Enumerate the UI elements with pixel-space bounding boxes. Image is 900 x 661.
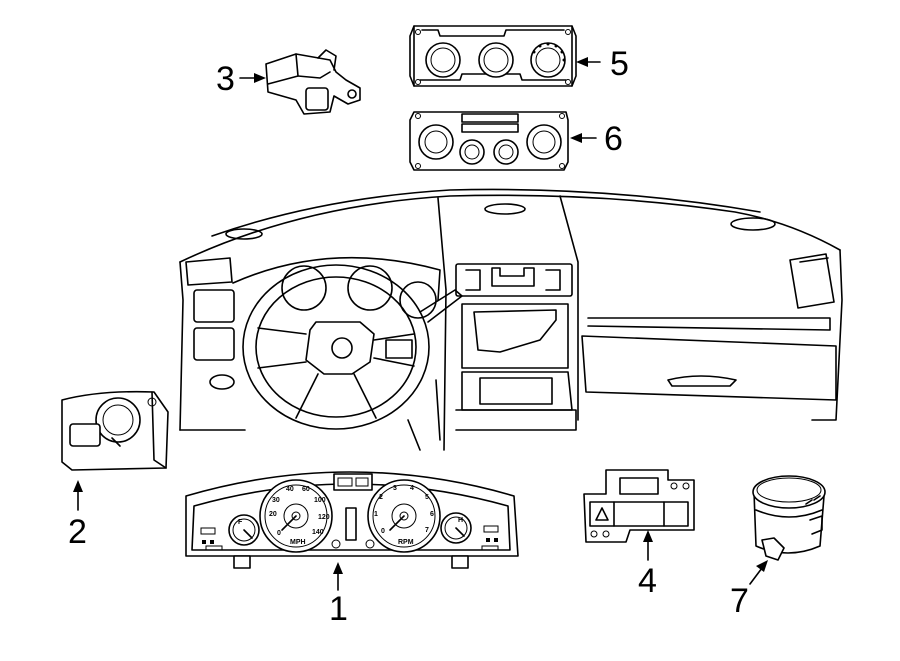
speed-tick-100: 100 [314,497,326,504]
part-4-hazard-switch-panel [583,469,695,543]
part-5-climate-control-upper [409,25,577,87]
rpm-tick-2: 2 [379,494,383,501]
rpm-tick-7: 7 [425,527,429,534]
fuel-gauge-letter: F [238,519,243,526]
rpm-unit-label: RPM [398,539,414,546]
callout-7: 7 [730,582,749,620]
speed-tick-0: 0 [277,530,281,537]
rpm-tick-3: 3 [393,485,397,492]
part-3-sensor [265,49,361,115]
indicator-lamps-right [481,525,499,551]
part-6-climate-control-lower [409,111,569,171]
rpm-tick-0: 0 [381,528,385,535]
callout-4: 4 [638,562,657,600]
callout-labels: 1 2 3 4 5 6 7 [68,45,749,628]
callout-3: 3 [216,60,235,98]
speed-tick-20: 20 [269,511,277,518]
dashboard-assembly [179,188,843,451]
callout-1: 1 [329,590,348,628]
part-1-instrument-cluster: 0 20 30 40 60 100 120 140 MPH 0 1 2 3 4 … [185,471,519,569]
part-7-ignition-switch [752,475,826,561]
indicator-lamps-left [200,527,223,551]
part-2-headlamp-switch [61,390,169,471]
rpm-tick-4: 4 [410,485,414,492]
callout-arrows [73,57,768,591]
speed-tick-140: 140 [312,529,324,536]
callout-2: 2 [68,513,87,551]
speed-tick-60: 60 [302,486,310,493]
rpm-tick-5: 5 [425,494,429,501]
speed-tick-40: 40 [286,486,294,493]
rpm-tick-1: 1 [374,511,378,518]
speed-unit-label: MPH [290,539,306,546]
speed-tick-120: 120 [318,514,330,521]
temp-gauge-letter: H [458,517,463,524]
callout-6: 6 [604,120,623,158]
speed-tick-30: 30 [272,497,280,504]
rpm-tick-6: 6 [430,511,434,518]
callout-5: 5 [610,45,629,83]
